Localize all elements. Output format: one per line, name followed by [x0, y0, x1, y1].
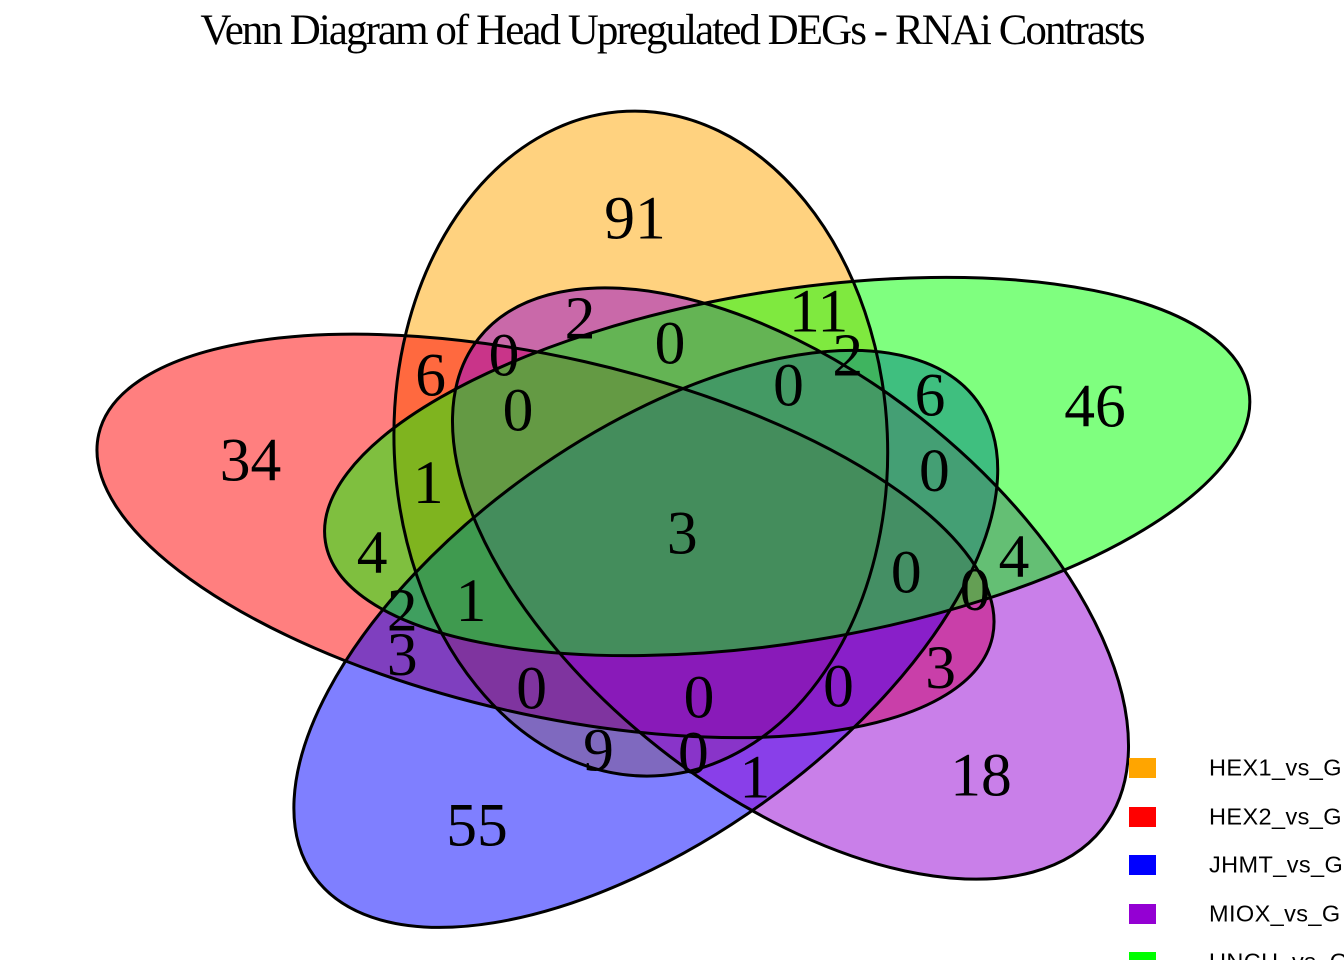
region-count-HEX1&HEX2&JHMT: 0	[516, 655, 547, 723]
legend-swatch-HEX2_vs_G	[1129, 806, 1156, 827]
region-count-HEX2&MIOX: 3	[925, 634, 956, 702]
region-count-HEX1&JHMT&UNCH: 2	[832, 322, 863, 390]
region-count-JHMT: 55	[446, 792, 508, 860]
venn-outline-HEX2	[95, 332, 996, 740]
region-count-HEX2&UNCH: 4	[357, 519, 388, 587]
legend-swatch-JHMT_vs_G	[1129, 855, 1156, 875]
legend-swatch-MIOX_vs_G	[1129, 903, 1156, 924]
region-count-UNCH: 46	[1064, 373, 1126, 441]
venn-outline-UNCH	[323, 275, 1252, 658]
region-count-HEX2&JHMT&MIOX&UNCH: 0	[891, 539, 922, 607]
region-count-HEX2&MIOX&UNCH: 0	[960, 556, 991, 624]
region-count-MIOX&UNCH: 4	[999, 523, 1030, 591]
region-count-HEX2&JHMT&UNCH: 2	[387, 576, 418, 644]
region-count-MIOX: 18	[950, 742, 1012, 810]
venn-outline-JHMT	[292, 348, 1000, 929]
region-count-HEX1&MIOX: 2	[565, 285, 596, 353]
region-count-HEX1&HEX2: 6	[415, 342, 446, 410]
venn-fill-UNCH	[324, 277, 1250, 656]
region-count-HEX1&JHMT&MIOX&UNCH: 0	[773, 352, 804, 420]
region-count-HEX1&HEX2&JHMT&MIOX: 0	[684, 664, 715, 732]
venn-outline-HEX1	[392, 109, 890, 778]
legend-label-HEX2_vs_G: HEX2_vs_G	[1209, 803, 1342, 829]
region-count-HEX1&HEX2&UNCH: 1	[413, 449, 444, 517]
region-count-HEX1&JHMT&MIOX: 0	[678, 720, 709, 788]
venn-outline-MIOX	[450, 286, 1131, 881]
region-count-HEX1&HEX2&MIOX&UNCH: 0	[503, 377, 534, 445]
region-count-JHMT&MIOX&UNCH: 0	[919, 437, 950, 505]
legend-label-JHMT_vs_G: JHMT_vs_G	[1209, 851, 1344, 878]
region-count-HEX1&MIOX&UNCH: 0	[655, 310, 686, 378]
region-count-HEX2&JHMT&MIOX: 0	[823, 653, 854, 721]
region-count-HEX2: 34	[220, 427, 282, 495]
region-count-JHMT&MIOX: 1	[740, 744, 771, 812]
figure-title: Venn Diagram of Head Upregulated DEGs - …	[200, 7, 1145, 54]
legend-swatch-HEX1_vs_G	[1129, 758, 1156, 778]
region-count-HEX2&JHMT: 3	[387, 621, 418, 689]
region-count-HEX1&HEX2&JHMT&MIOX&UNCH: 3	[667, 500, 698, 568]
legend-label-UNCH_vs_G: UNCH_vs_G	[1209, 949, 1344, 960]
region-count-HEX1&UNCH: 11	[789, 278, 848, 346]
region-count-HEX1: 91	[604, 185, 666, 253]
legend-swatch-UNCH_vs_G	[1129, 952, 1156, 960]
legend-label-MIOX_vs_G: MIOX_vs_G	[1209, 900, 1341, 926]
region-count-HEX1&HEX2&JHMT&UNCH: 1	[456, 567, 487, 635]
region-count-HEX1&JHMT: 9	[583, 717, 614, 785]
region-count-HEX1&HEX2&MIOX: 0	[489, 322, 520, 390]
legend-label-HEX1_vs_G: HEX1_vs_G	[1209, 754, 1342, 781]
region-count-JHMT&UNCH: 6	[915, 362, 946, 430]
